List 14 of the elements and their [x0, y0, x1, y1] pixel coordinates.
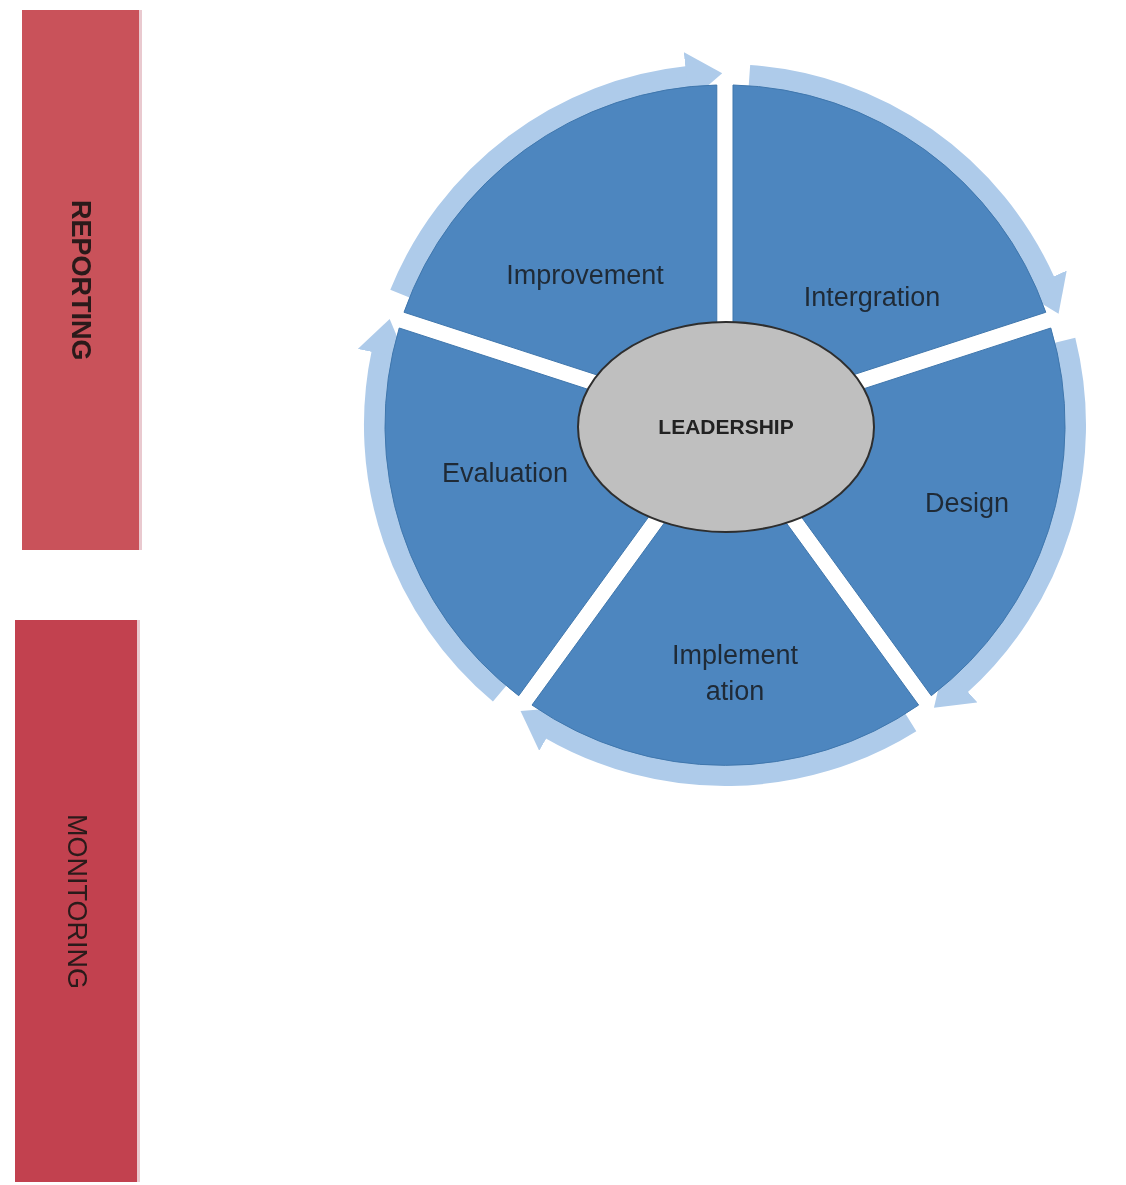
banner-label: MONITORING	[60, 813, 92, 989]
center-label: LEADERSHIP	[658, 413, 794, 440]
banner-label: REPORTING	[65, 199, 96, 361]
cycle-arrow	[390, 52, 722, 299]
segment-label: Evaluation	[441, 456, 569, 490]
vertical-banner	[22, 10, 142, 550]
cycle-arrow	[935, 338, 1086, 710]
vertical-banner	[15, 620, 140, 1182]
segment-label: Implement ation	[670, 638, 799, 708]
segment-label: Design	[924, 486, 1009, 520]
cycle-arrow	[747, 65, 1066, 313]
segment-label: Intergration	[803, 280, 941, 314]
segment-label: Improvement	[506, 258, 664, 292]
cycle-arrow	[357, 318, 508, 702]
